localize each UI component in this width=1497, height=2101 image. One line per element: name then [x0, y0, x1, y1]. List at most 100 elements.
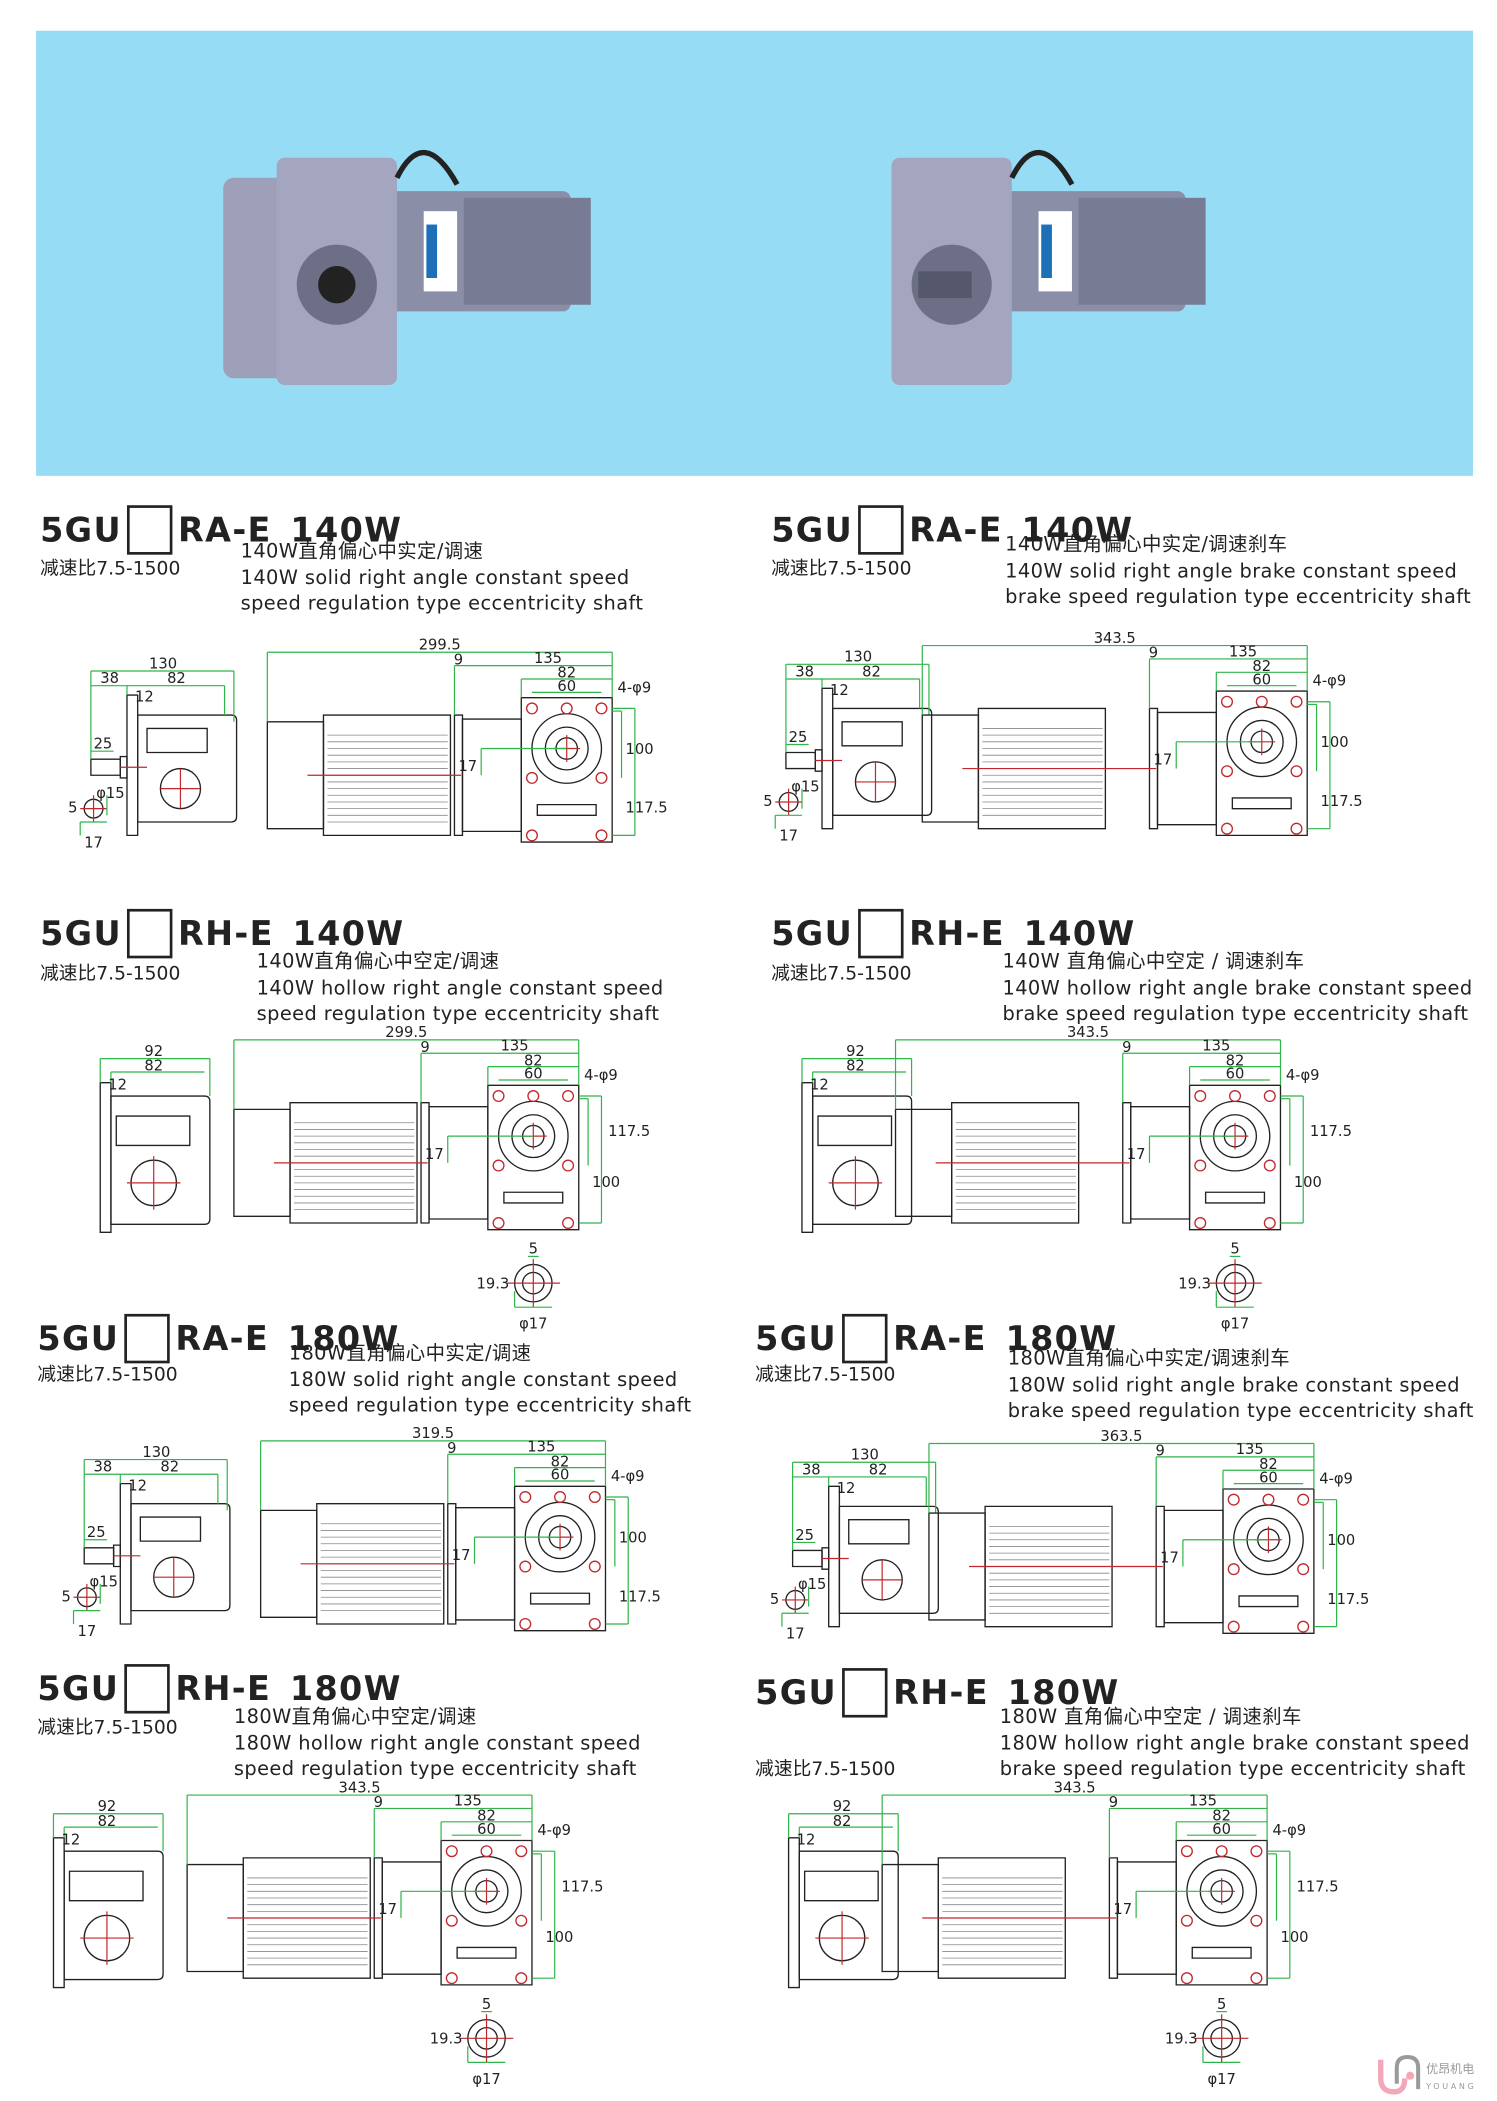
description-en-2: speed regulation type eccentricity shaft [288, 1395, 692, 1417]
description: 180W直角偏心中空定/调速 180W hollow right angle c… [234, 1706, 641, 1784]
dimension-label: 25 [795, 1527, 814, 1544]
dimension-label: φ15 [791, 778, 819, 795]
description-en-2: speed regulation type eccentricity shaft [240, 593, 644, 615]
dimension-label: 9 [447, 1440, 456, 1457]
dimension-label: 135 [527, 1439, 555, 1456]
dimension-label: 4-φ9 [537, 1822, 571, 1839]
dimension-label: 5 [1217, 1996, 1226, 2013]
logo-latin: YOUANG [1425, 2082, 1476, 2091]
dimension-label: 130 [844, 649, 872, 666]
description: 140W直角偏心中实定/调速 140W solid right angle co… [241, 540, 644, 618]
reduction-ratio: 减速比7.5-1500 [771, 963, 912, 986]
dimension-label: 82 [551, 1453, 570, 1470]
model-prefix: 5GU [40, 914, 122, 954]
dimension-label: 12 [135, 689, 154, 706]
description-cn: 140W 直角偏心中空定 / 调速刹车 [1002, 951, 1305, 974]
dimension-label: 135 [501, 1038, 529, 1055]
dimension-label: 4-φ9 [611, 1468, 645, 1485]
description-en-1: 180W solid right angle brake constant sp… [1007, 1374, 1460, 1397]
dimension-label: 135 [1189, 1793, 1217, 1810]
model-placeholder-box [858, 505, 904, 555]
description-cn: 180W 直角偏心中空定 / 调速刹车 [999, 1706, 1302, 1729]
dimension-label: 82 [862, 663, 881, 680]
description-cn: 140W直角偏心中实定/调速 [240, 541, 484, 563]
dimension-label: 82 [167, 670, 186, 687]
model-suffix: RA-E [893, 1319, 987, 1358]
dimension-label: 5 [770, 1591, 779, 1608]
dimension-label: 82 [1259, 1456, 1278, 1473]
dimension-label: 19.3 [430, 2031, 463, 2048]
dimension-label: 9 [1122, 1039, 1131, 1056]
dimension-label: 4-φ9 [1313, 673, 1347, 690]
dimension-label: 60 [557, 678, 576, 695]
model-suffix: RH-E [893, 1673, 989, 1713]
description-en-1: 140W hollow right angle brake constant s… [1002, 977, 1473, 1000]
dimension-label: 100 [1321, 734, 1349, 751]
description-en-1: 180W hollow right angle brake constant s… [999, 1732, 1470, 1755]
dimension-label: 25 [94, 736, 113, 753]
dimension-label: 117.5 [608, 1123, 650, 1140]
model-prefix: 5GU [771, 510, 854, 550]
model-suffix: RA-E [175, 1319, 270, 1358]
dimension-label: 19.3 [477, 1275, 510, 1292]
dimension-label: 17 [78, 1623, 97, 1640]
description-en-2: brake speed regulation type eccentricity… [1005, 586, 1472, 609]
dimension-label: 17 [1160, 1549, 1179, 1566]
model-placeholder-box [124, 1313, 171, 1364]
dimension-label: 12 [61, 1832, 80, 1849]
reduction-ratio: 减速比7.5-1500 [771, 558, 912, 581]
model-power: 180W [289, 1669, 402, 1709]
model-power: 140W [1023, 914, 1136, 954]
dimension-label: 12 [830, 682, 849, 699]
dimension-label: 117.5 [1321, 793, 1363, 810]
dimension-label: 4-φ9 [1319, 1471, 1353, 1488]
dimension-label: 299.5 [419, 637, 461, 654]
dimension-label: 130 [149, 655, 177, 672]
dimension-label: 17 [1127, 1146, 1146, 1163]
dimension-label: 130 [142, 1444, 170, 1461]
dimension-label: 38 [795, 663, 814, 680]
dimension-label: 60 [1226, 1066, 1245, 1083]
description: 140W 直角偏心中空定 / 调速刹车 140W hollow right an… [1002, 950, 1472, 1028]
model-suffix: RH-E [175, 1669, 272, 1709]
description-en-2: brake speed regulation type eccentricity… [1002, 1003, 1469, 1026]
dimension-label: 82 [846, 1058, 865, 1075]
dimension-label: 82 [477, 1807, 496, 1824]
description-cn: 180W直角偏心中实定/调速刹车 [1007, 1348, 1291, 1371]
model-suffix: RA-E [178, 510, 272, 550]
description-en-1: 140W solid right angle brake constant sp… [1005, 560, 1458, 583]
dimension-label: φ15 [96, 785, 124, 802]
model-placeholder-box [127, 505, 173, 555]
model-suffix: RH-E [909, 914, 1005, 954]
dimension-label: 5 [529, 1241, 538, 1258]
dimension-label: 9 [420, 1039, 429, 1056]
dimension-label: 17 [378, 1901, 397, 1918]
dimension-label: 19.3 [1165, 2031, 1198, 2048]
dimension-label: 92 [846, 1043, 865, 1060]
dimension-label: 25 [789, 729, 808, 746]
